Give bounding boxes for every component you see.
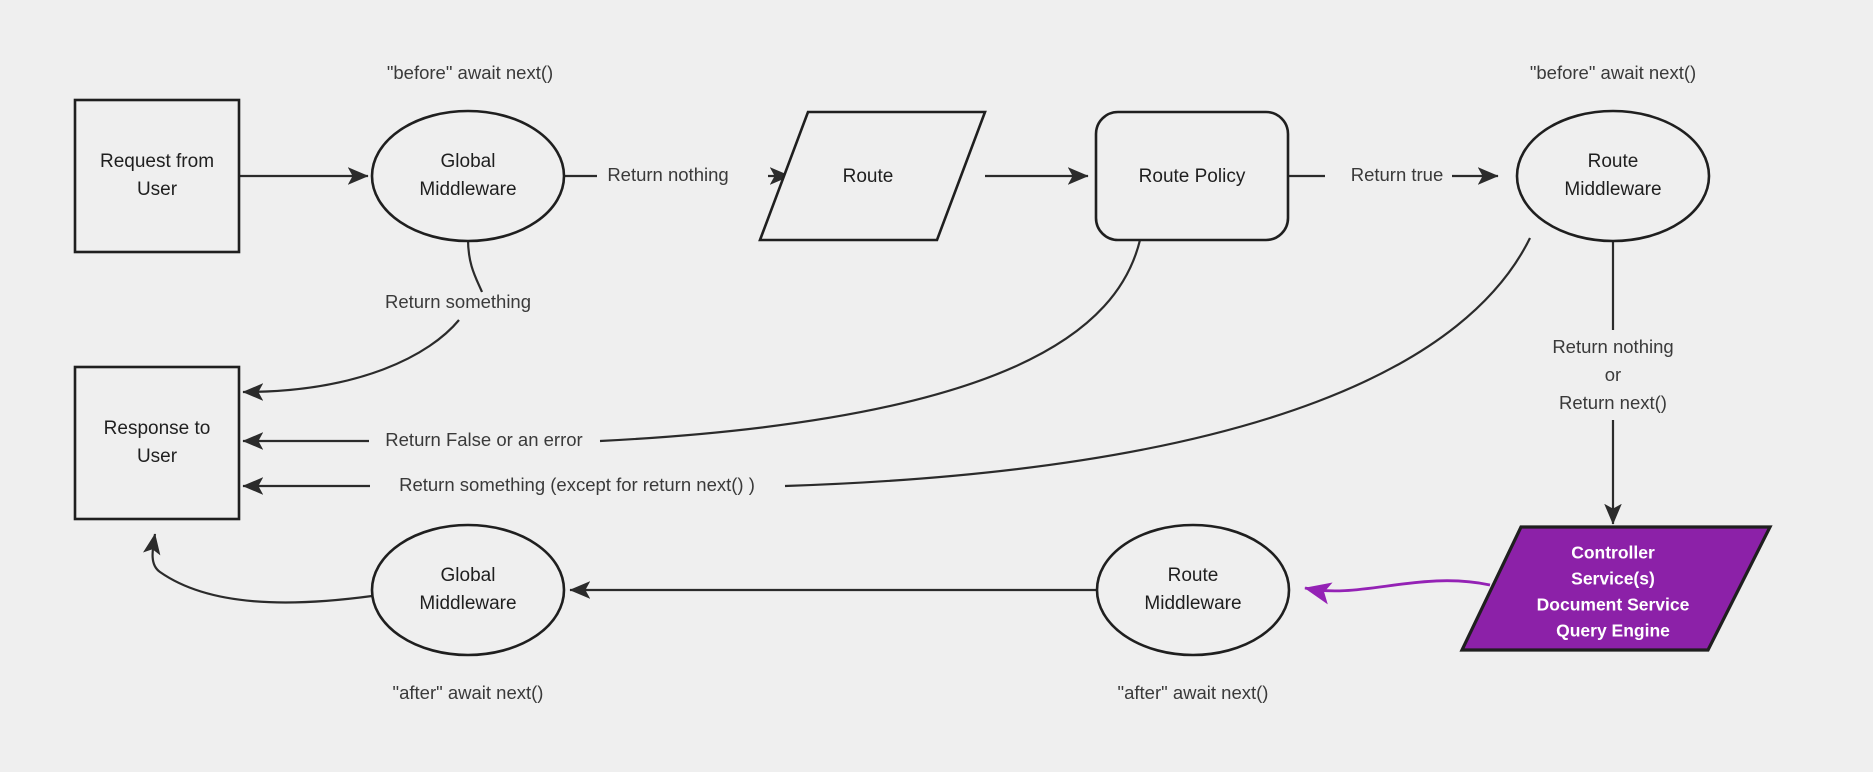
edge-return-something-to-response [242, 319, 460, 401]
request-from-user-label-line1: Request from [100, 151, 214, 172]
edge-global-mw-to-label-return-something [466, 238, 484, 293]
edge-label-return-nothing-or-next-line2: or [1605, 364, 1621, 385]
node-route-middleware-after[interactable]: Route Middleware [1095, 523, 1291, 657]
edge-label-return-nothing-or-next-line1: Return nothing [1552, 336, 1673, 357]
global-middleware-after-shape [370, 523, 566, 657]
edge-label-return-something-except: Return something (except for return next… [399, 474, 755, 495]
annotation-after-route-middleware: "after" await next() [1118, 682, 1269, 703]
edge-route-policy-to-label-return-false [599, 239, 1142, 443]
route-middleware-after-label-line2: Middleware [1144, 593, 1241, 614]
node-global-middleware-before[interactable]: Global Middleware [370, 109, 566, 243]
edge-label-return-nothing: Return nothing [607, 164, 728, 185]
node-route-middleware-before[interactable]: Route Middleware [1515, 109, 1711, 243]
controller-services-label-line2: Service(s) [1571, 569, 1655, 589]
controller-services-label-line1: Controller [1571, 543, 1655, 563]
response-to-user-label-line1: Response to [104, 418, 211, 439]
edge-label-return-true: Return true [1351, 164, 1444, 185]
annotation-after-global-middleware: "after" await next() [393, 682, 544, 703]
route-label: Route [843, 166, 894, 187]
edge-label-return-nothing-or-next-line3: Return next() [1559, 392, 1667, 413]
route-policy-label: Route Policy [1139, 166, 1246, 187]
node-global-middleware-after[interactable]: Global Middleware [370, 523, 566, 657]
node-route[interactable]: Route [758, 110, 987, 242]
route-middleware-before-label-line2: Middleware [1564, 179, 1661, 200]
edge-route-mw-to-label-return-something-except [784, 237, 1531, 488]
edge-label-return-something: Return something [385, 291, 531, 312]
route-middleware-after-shape [1095, 523, 1291, 657]
request-from-user-label-line2: User [137, 179, 178, 200]
node-route-policy[interactable]: Route Policy [1094, 110, 1290, 242]
edge-label-return-false-or-error: Return False or an error [385, 429, 582, 450]
controller-services-label-line4: Query Engine [1556, 621, 1670, 641]
route-middleware-before-shape [1515, 109, 1711, 243]
global-middleware-after-label-line1: Global [441, 565, 496, 586]
node-response-to-user[interactable]: Response to User [73, 365, 241, 521]
annotation-before-global-middleware: "before" await next() [387, 62, 553, 83]
route-shape [758, 110, 987, 242]
route-middleware-before-label-line1: Route [1588, 151, 1639, 172]
node-controller-services[interactable]: Controller Service(s) Document Service Q… [1459, 525, 1773, 652]
edge-controller-to-route-middleware-after [1304, 579, 1491, 605]
node-request-from-user[interactable]: Request from User [73, 98, 241, 254]
request-from-user-shape [73, 98, 241, 254]
response-to-user-label-line2: User [137, 446, 178, 467]
edge-global-mw-after-to-response [142, 533, 373, 604]
controller-services-label-line3: Document Service [1537, 595, 1690, 615]
route-middleware-after-label-line1: Route [1168, 565, 1219, 586]
annotation-before-route-middleware: "before" await next() [1530, 62, 1696, 83]
global-middleware-before-shape [370, 109, 566, 243]
controller-services-shape [1459, 525, 1773, 652]
global-middleware-before-label-line2: Middleware [419, 179, 516, 200]
global-middleware-before-label-line1: Global [441, 151, 496, 172]
route-policy-shape [1094, 110, 1290, 242]
global-middleware-after-label-line2: Middleware [419, 593, 516, 614]
response-to-user-shape [73, 365, 241, 521]
